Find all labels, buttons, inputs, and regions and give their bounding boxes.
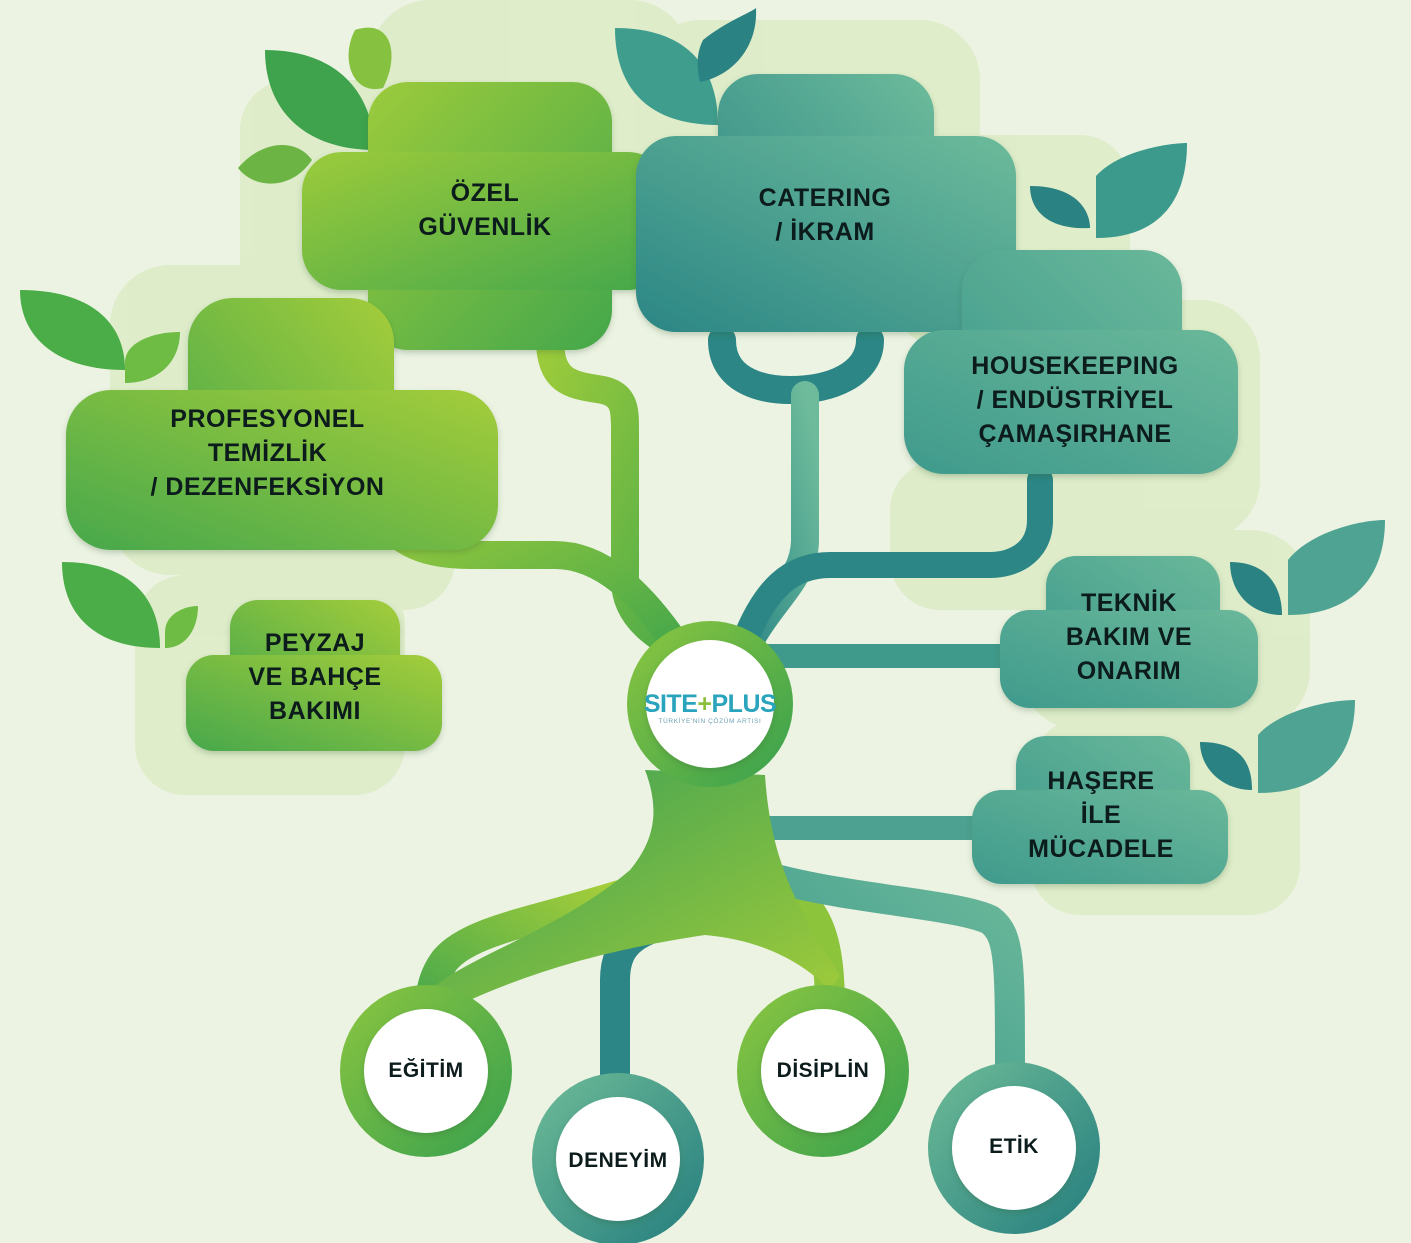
label-line: TEKNİK	[1080, 589, 1178, 617]
cloud-teknik	[1000, 556, 1258, 708]
logo-brand: SITE+PLUS	[643, 690, 777, 718]
label-hasere: HAŞERE İLE MÜCADELE	[990, 760, 1212, 870]
label-line: GÜVENLİK	[418, 213, 552, 241]
siteplus-logo: SITE+PLUS TÜRKİYE'NİN ÇÖZÜM ARTISI	[643, 660, 777, 756]
label-line: HOUSEKEEPING	[971, 352, 1179, 380]
label-line: İLE	[1080, 801, 1122, 829]
label-ozel-guvenlik: ÖZEL GÜVENLİK	[380, 170, 590, 250]
label-egitim: EĞİTİM	[388, 1059, 464, 1082]
label-line: MÜCADELE	[1028, 835, 1174, 863]
label-line: BAKIMI	[269, 697, 361, 725]
label-deneyim: DENEYİM	[568, 1149, 668, 1172]
label-line: ÖZEL	[450, 179, 520, 207]
label-line: / İKRAM	[775, 218, 875, 246]
label-line: / ENDÜSTRİYEL	[976, 386, 1174, 414]
label-disiplin: DİSİPLİN	[776, 1059, 870, 1082]
label-line: / DEZENFEKSİYON	[150, 473, 385, 501]
cloud-catering	[636, 74, 1016, 332]
cloud-profesyonel-temizlik	[66, 298, 498, 550]
cloud-housekeeping	[904, 250, 1238, 474]
leaves	[20, 8, 1385, 793]
label-peyzaj: PEYZAJ VE BAHÇE BAKIMI	[205, 622, 425, 732]
logo-brand-right: PLUS	[711, 690, 777, 718]
label-line: PROFESYONEL	[170, 405, 365, 433]
label-line: PEYZAJ	[264, 629, 366, 657]
label-line: VE BAHÇE	[248, 663, 382, 691]
label-etik: ETİK	[989, 1135, 1039, 1158]
root-circles	[340, 985, 1100, 1243]
label-line: HAŞERE	[1047, 767, 1155, 795]
cloud-hasere	[972, 736, 1228, 884]
logo-brand-left: SITE	[643, 690, 698, 718]
label-line: BAKIM VE	[1065, 623, 1193, 651]
label-housekeeping: HOUSEKEEPING / ENDÜSTRİYEL ÇAMAŞIRHANE	[930, 345, 1220, 455]
label-profesyonel-temizlik: PROFESYONEL TEMİZLİK / DEZENFEKSİYON	[100, 398, 435, 508]
label-catering: CATERING / İKRAM	[700, 175, 950, 255]
label-line: ONARIM	[1076, 657, 1182, 685]
center-logo-circle	[627, 621, 793, 787]
label-teknik: TEKNİK BAKIM VE ONARIM	[1018, 582, 1240, 692]
cloud-peyzaj	[186, 600, 442, 751]
logo-tagline: TÜRKİYE'NİN ÇÖZÜM ARTISI	[658, 718, 762, 725]
logo-plus-icon: +	[697, 690, 712, 718]
label-line: ÇAMAŞIRHANE	[978, 420, 1172, 448]
label-line: CATERING	[758, 184, 892, 212]
label-line: TEMİZLİK	[207, 439, 328, 467]
tree-trunk	[430, 770, 840, 1000]
cloud-ozel-guvenlik	[302, 82, 668, 350]
